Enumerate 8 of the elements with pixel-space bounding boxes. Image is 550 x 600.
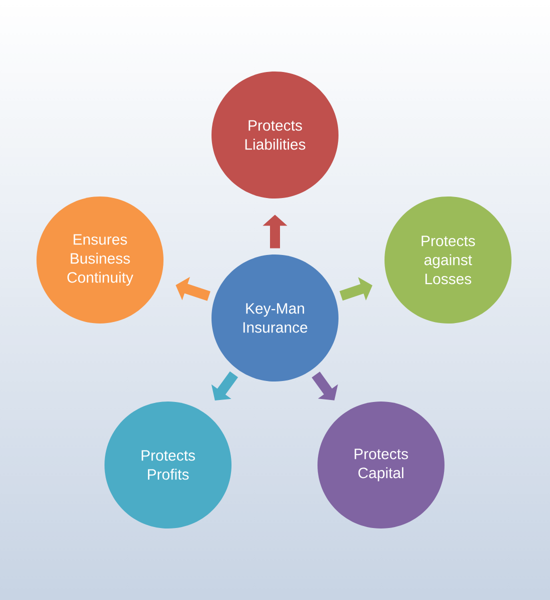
block-arrow bbox=[312, 372, 338, 400]
circle-node: Protects against Losses bbox=[384, 196, 512, 324]
circle-node: Key-Man Insurance bbox=[212, 254, 338, 382]
circle-node: Ensures Business Continuity bbox=[36, 196, 164, 324]
block-arrow bbox=[340, 277, 372, 301]
circle-node: Protects Profits bbox=[104, 402, 232, 528]
circle-node: Protects Capital bbox=[318, 402, 444, 528]
circle-node: Protects Liabilities bbox=[212, 72, 338, 198]
